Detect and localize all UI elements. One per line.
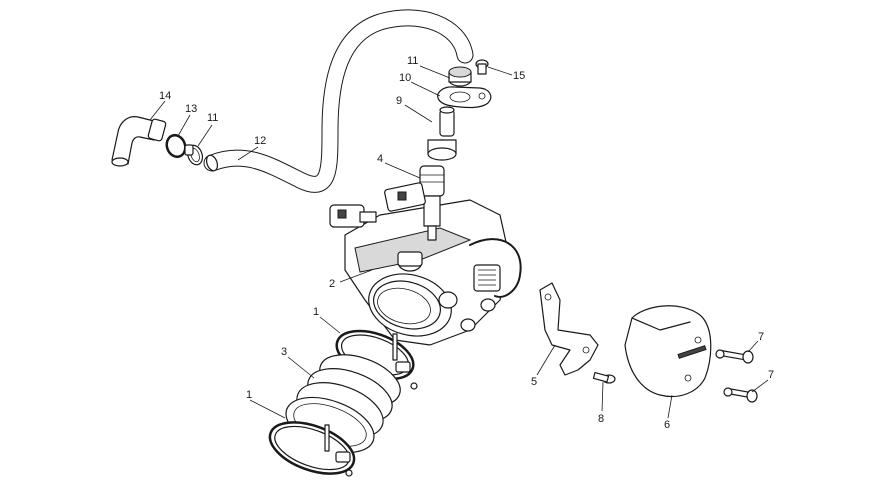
- callout-3: 3: [281, 346, 287, 358]
- callout-10: 10: [399, 72, 411, 84]
- fuel-adaptor: [427, 106, 457, 161]
- elbow-fitting: [111, 116, 167, 167]
- bracket-bolt: [592, 371, 616, 384]
- callout-7-upper: 7: [758, 331, 764, 343]
- cover-screw-upper: [715, 349, 754, 364]
- fuel-injector: [384, 165, 445, 241]
- callout-2: 2: [329, 278, 335, 290]
- throttle-cover: [624, 305, 712, 398]
- callout-11-clamp: 11: [207, 112, 218, 124]
- fuel-hose: [203, 9, 474, 193]
- hose-clamp: [184, 144, 204, 166]
- o-ring: [165, 133, 187, 159]
- callout-7-lower: 7: [768, 369, 774, 381]
- injector-cap: [448, 66, 472, 87]
- callout-15: 15: [513, 70, 525, 82]
- callout-9: 9: [396, 95, 402, 107]
- callout-4: 4: [377, 153, 383, 165]
- flange-plate: [437, 86, 492, 109]
- mounting-bracket: [539, 282, 599, 376]
- cover-screw-lower: [723, 387, 758, 403]
- callout-12: 12: [254, 135, 266, 147]
- leader-lines: [149, 65, 769, 419]
- callout-1-upper: 1: [313, 306, 319, 318]
- callout-8: 8: [598, 413, 604, 425]
- callout-11-cap: 11: [407, 55, 418, 67]
- callout-5: 5: [531, 376, 537, 388]
- screw-top: [475, 59, 489, 75]
- callout-14: 14: [159, 90, 171, 102]
- callout-1-lower: 1: [246, 389, 252, 401]
- callout-6: 6: [664, 419, 670, 431]
- lower-clamp: [268, 421, 356, 477]
- callout-13: 13: [185, 103, 197, 115]
- throttle-body: [329, 199, 522, 346]
